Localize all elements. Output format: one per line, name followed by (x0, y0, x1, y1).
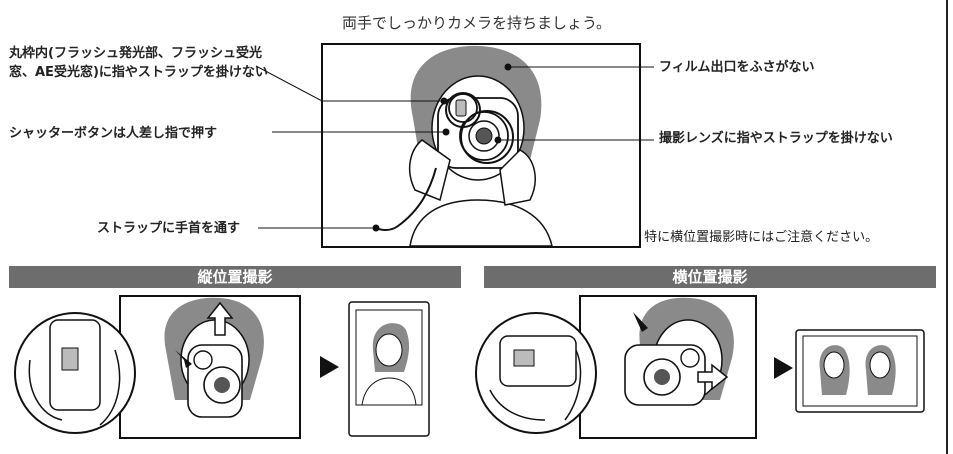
callout-strap: ストラップに手首を通す (97, 221, 241, 236)
callout-flash-window: 丸枠内(フラッシュ発光部、フラッシュ受光窓、AE受光窓)に指やストラップを掛けな… (9, 46, 268, 80)
main-illustration (321, 43, 641, 248)
callout-film-exit: フィルム出口をふさがない (659, 60, 815, 75)
vertical-shooting-illustration (14, 295, 430, 439)
page-edge-rule (946, 0, 948, 454)
section-bar-vertical: 縦位置撮影 (9, 266, 461, 288)
callout-shutter-button: シャッターボタンは人差し指で押す (9, 126, 218, 141)
callout-lens: 撮影レンズに指やストラップを掛けない (659, 131, 893, 146)
footnote: ＊ 特に横位置撮影時にはご注意ください。 (627, 230, 879, 245)
leader-lines (255, 63, 654, 232)
page-title: 両手でしっかりカメラを持ちましょう。 (341, 14, 612, 32)
horizontal-shooting-illustration (475, 295, 925, 439)
section-bar-horizontal: 横位置撮影 (484, 266, 936, 288)
